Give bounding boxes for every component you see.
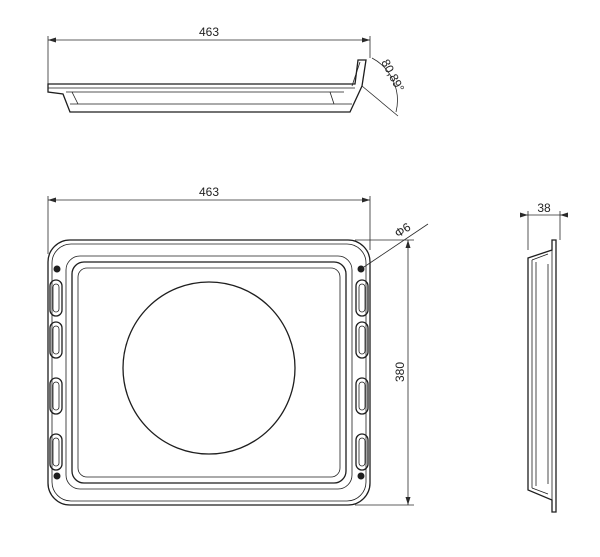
plan-width-label: 463 — [199, 185, 219, 199]
tray-outer-rim — [47, 239, 371, 506]
tray-elevation-view: 463 80,89° — [47, 25, 407, 117]
wall-angle-label: 80,89° — [378, 57, 407, 95]
grip-slot — [355, 433, 369, 471]
grip-slot — [355, 321, 369, 359]
corner-hole — [53, 472, 61, 480]
corner-holes — [53, 265, 365, 480]
right-grip-slots — [355, 279, 369, 471]
top-width-label: 463 — [199, 25, 219, 39]
left-grip-slots — [49, 279, 63, 471]
tray-center-circle — [122, 281, 296, 455]
grip-slot — [49, 279, 63, 317]
grip-slot — [49, 321, 63, 359]
tray-inner-floor — [71, 261, 347, 484]
grip-slot — [355, 279, 369, 317]
grip-slot — [355, 377, 369, 415]
tray-plan-view: 463 380 — [47, 185, 429, 506]
hole-leader-line — [360, 223, 429, 270]
plan-height-label: 380 — [393, 362, 407, 382]
tray-side-profile — [527, 239, 557, 513]
side-depth-label: 38 — [537, 201, 551, 215]
grip-slot — [49, 433, 63, 471]
corner-hole — [53, 265, 61, 273]
angle-dimension-arc — [371, 57, 398, 113]
hole-diameter-label: Φ6 — [392, 220, 414, 241]
tray-side-view: 38 — [520, 201, 568, 513]
corner-hole — [357, 472, 365, 480]
grip-slot — [49, 377, 63, 415]
